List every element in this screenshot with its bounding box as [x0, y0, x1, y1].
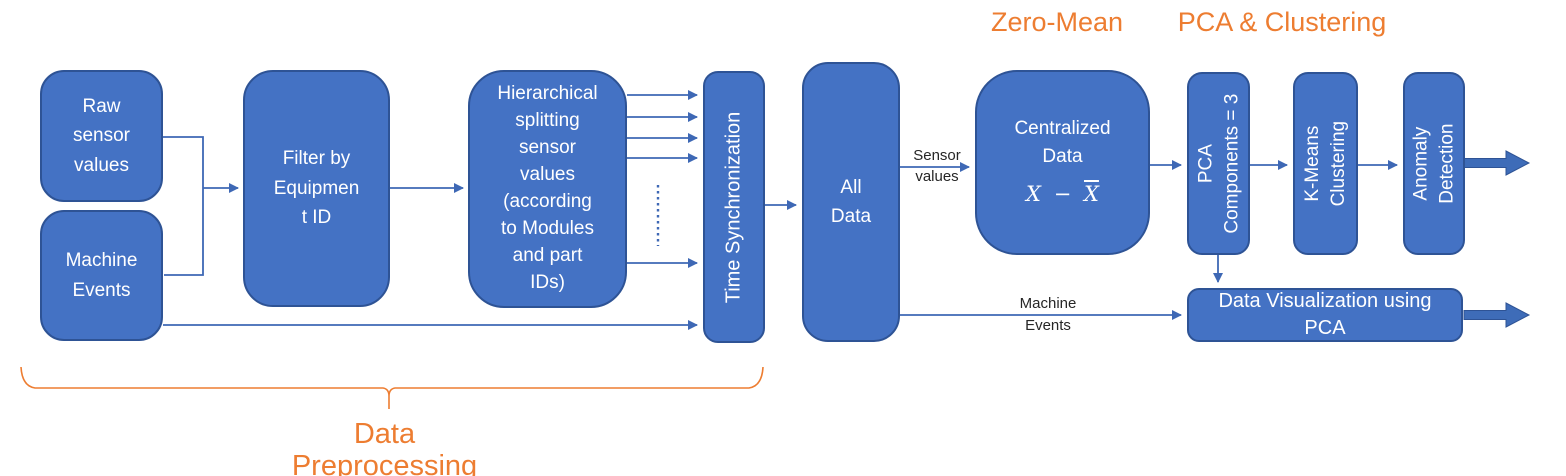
- zero-mean-formula: X − X: [1026, 179, 1099, 211]
- box-pca-components: PCA Components = 3: [1187, 72, 1250, 255]
- box-label: Anomaly Detection: [1410, 123, 1457, 204]
- formula-x-bar: X: [1083, 181, 1099, 206]
- box-label: All Data: [830, 176, 872, 227]
- box-label: Raw sensor values: [72, 95, 131, 176]
- header-pca-clustering: PCA & Clustering: [1177, 7, 1387, 37]
- header-zero-mean: Zero-Mean: [990, 7, 1124, 37]
- box-anomaly-detection: Anomaly Detection: [1403, 72, 1465, 255]
- formula-minus: −: [1053, 181, 1072, 206]
- edge-label-sensor-values: Sensor values: [913, 147, 961, 185]
- box-kmeans-clustering: K-Means Clustering: [1293, 72, 1358, 255]
- box-label: Machine Events: [65, 250, 138, 301]
- box-label: Centralized Data: [1014, 117, 1111, 168]
- output-arrow-dataviz: [1463, 302, 1531, 328]
- box-label: Filter by Equipmen t ID: [273, 148, 360, 229]
- box-time-synchronization: Time Synchronization: [703, 71, 765, 343]
- formula-x: X: [1026, 181, 1041, 206]
- box-label: K-Means Clustering: [1301, 120, 1349, 207]
- box-label: Data Visualization using PCA: [1218, 290, 1432, 339]
- connector-merge-inputs: [163, 136, 204, 276]
- label-data-preprocessing: Data Preprocessing: [291, 418, 478, 476]
- output-arrow-anomaly: [1463, 150, 1531, 176]
- box-raw-sensor-values: Raw sensor values: [40, 70, 163, 202]
- box-machine-events: Machine Events: [40, 210, 163, 341]
- box-label: Hierarchical splitting sensor values (ac…: [497, 83, 598, 293]
- box-label: PCA Components = 3: [1194, 93, 1242, 234]
- box-hierarchical-splitting: Hierarchical splitting sensor values (ac…: [468, 70, 627, 308]
- box-centralized-data: Centralized Data X − X: [975, 70, 1150, 255]
- box-all-data: All Data: [802, 62, 900, 342]
- edge-label-machine-events: Machine Events: [1019, 295, 1077, 334]
- box-data-visualization: Data Visualization using PCA: [1187, 288, 1463, 342]
- box-label: Time Synchronization: [722, 111, 745, 303]
- preprocessing-brace: [20, 366, 764, 409]
- box-filter-by-equipment-id: Filter by Equipmen t ID: [243, 70, 390, 307]
